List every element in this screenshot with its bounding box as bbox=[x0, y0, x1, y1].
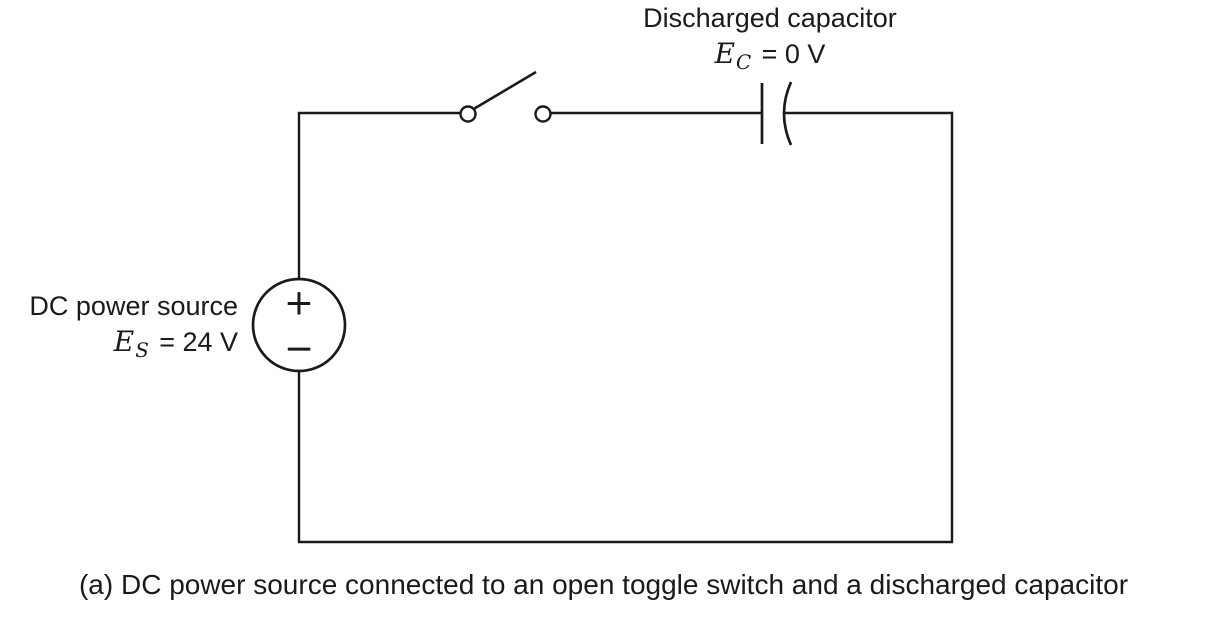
dc-source-voltage-symbol: E bbox=[113, 325, 135, 358]
capacitor-voltage-subscript: C bbox=[736, 49, 752, 74]
wire-top-left bbox=[297, 111, 460, 279]
dc-source-voltage-subscript: S bbox=[135, 337, 149, 362]
capacitor-plate-curved bbox=[782, 81, 793, 146]
dc-source-circle bbox=[251, 277, 347, 373]
toggle-switch-open bbox=[459, 70, 552, 123]
plus-polarity-icon: + bbox=[284, 283, 314, 324]
dc-source-voltage-equation: ES = 24 V bbox=[0, 324, 238, 362]
switch-lever bbox=[473, 70, 537, 110]
dc-source-label: DC power source ES = 24 V bbox=[0, 289, 238, 362]
dc-source-label-title: DC power source bbox=[29, 291, 238, 321]
switch-terminal-left bbox=[459, 105, 477, 123]
capacitor-voltage-equation: EC = 0 V bbox=[560, 36, 980, 74]
switch-terminal-right bbox=[534, 105, 552, 123]
capacitor-symbol bbox=[760, 81, 793, 146]
capacitor-voltage-value: = 0 V bbox=[761, 39, 826, 69]
wire-right-bottom bbox=[297, 111, 954, 544]
circuit-wires bbox=[297, 111, 954, 544]
capacitor-label: Discharged capacitor EC = 0 V bbox=[560, 1, 980, 74]
capacitor-label-title: Discharged capacitor bbox=[643, 3, 897, 33]
dc-source-voltage-value: = 24 V bbox=[159, 327, 238, 357]
capacitor-voltage-symbol: E bbox=[714, 37, 736, 70]
dc-source-symbol: + − bbox=[251, 277, 347, 373]
minus-polarity-icon: − bbox=[284, 329, 314, 370]
figure-caption: (a) DC power source connected to an open… bbox=[78, 569, 1129, 600]
